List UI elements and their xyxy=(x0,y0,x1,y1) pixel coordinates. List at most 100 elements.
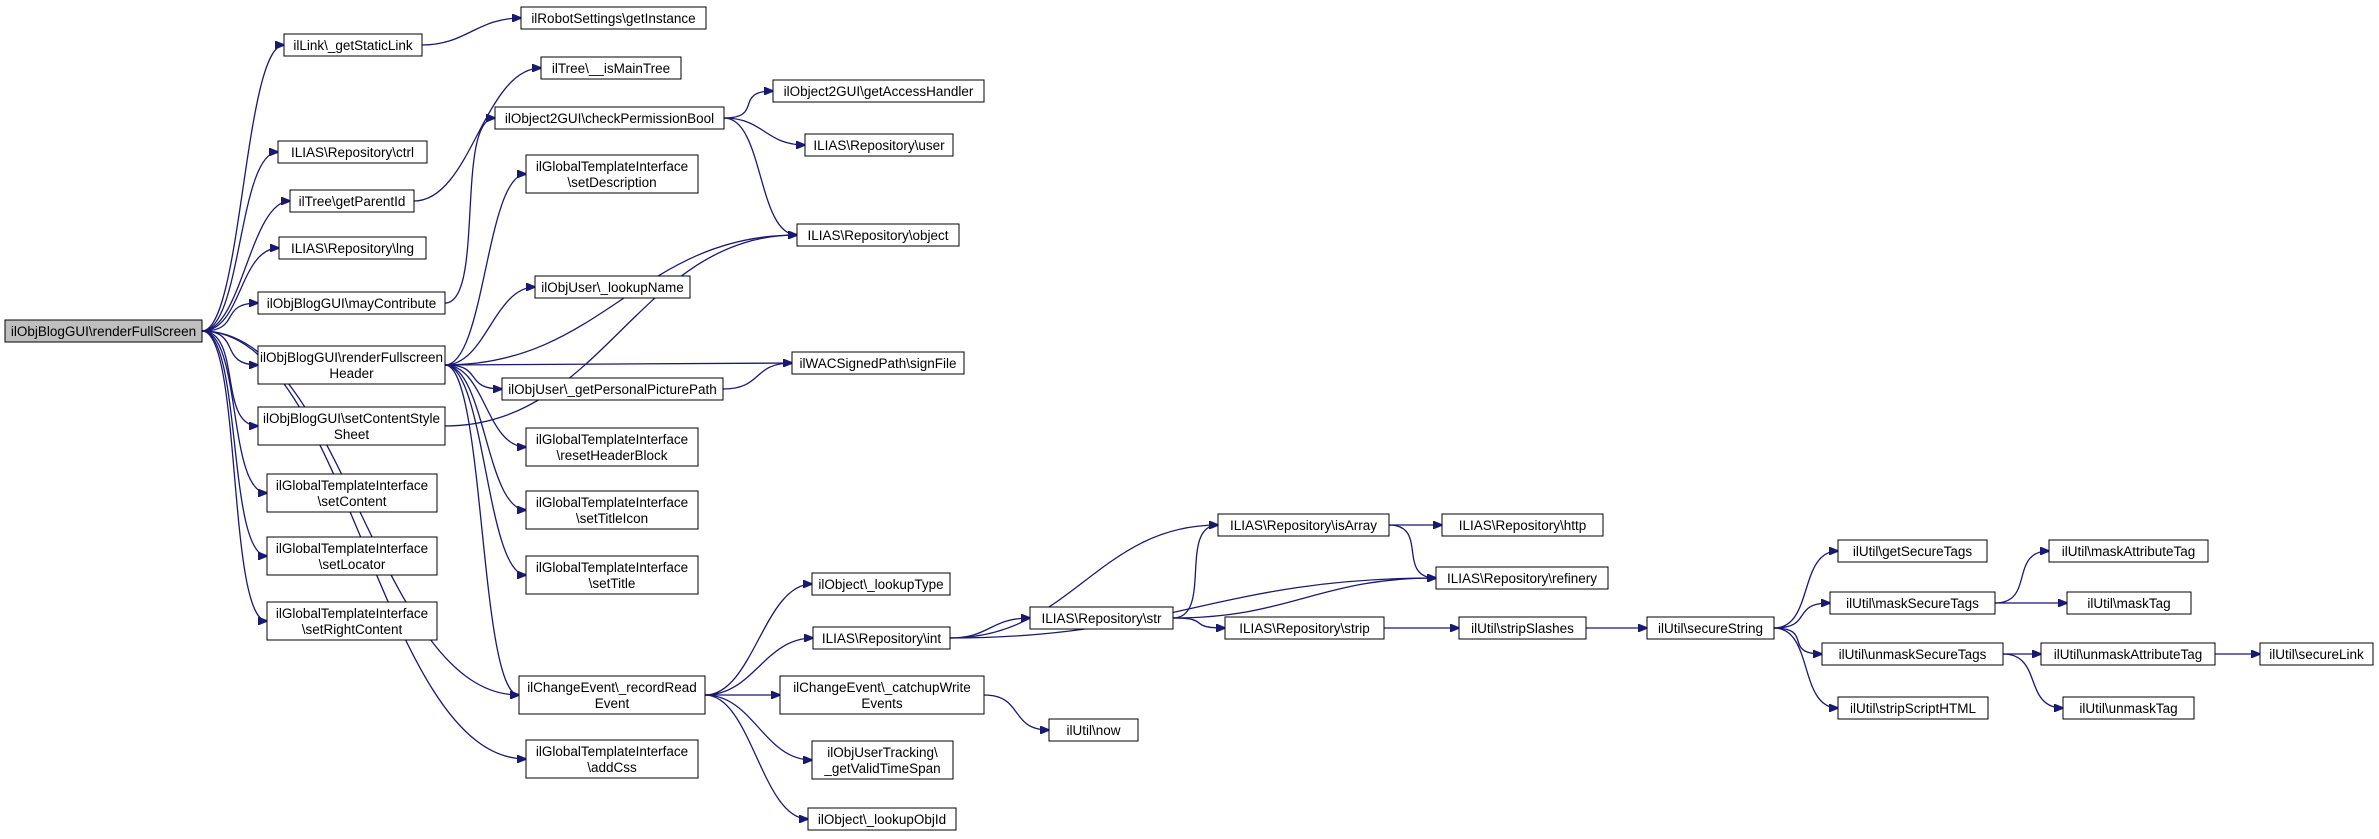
node-ilutil-securestring[interactable]: ilUtil\secureString xyxy=(1646,616,1775,640)
node-ilias-repository-refinery[interactable]: ILIAS\Repository\refinery xyxy=(1435,566,1609,590)
node-label: ILIAS\Repository\str xyxy=(1041,611,1162,626)
node-ilias-repository-str[interactable]: ILIAS\Repository\str xyxy=(1029,606,1174,630)
node-ilglobaltemplateinterface-settitle[interactable]: ilGlobalTemplateInterface\setTitle xyxy=(525,555,699,595)
node-ilglobaltemplateinterface-setdescription[interactable]: ilGlobalTemplateInterface\setDescription xyxy=(525,154,699,194)
edge-n0-n22 xyxy=(201,330,267,556)
node-label: \setDescription xyxy=(567,175,656,190)
node-box xyxy=(804,133,954,157)
node-ilrobotsettings-getinstance[interactable]: ilRobotSettings\getInstance xyxy=(520,6,707,30)
node-iltree-getparentid[interactable]: ilTree\getParentId xyxy=(289,189,415,213)
edge-n24-n27 xyxy=(704,638,813,696)
edge-n33-n35 xyxy=(1172,578,1436,619)
node-ilobjbloggui-renderfullscreen[interactable]: ilObjBlogGUI\renderFullScreen xyxy=(4,319,203,343)
node-box xyxy=(266,473,438,513)
node-ilutil-now[interactable]: ilUtil\now xyxy=(1048,718,1139,742)
node-box xyxy=(525,427,699,467)
node-ilobject-lookupobjid[interactable]: ilObject\_lookupObjId xyxy=(807,807,957,831)
node-box xyxy=(534,275,691,299)
node-ilobject2gui-checkpermissionbool[interactable]: ilObject2GUI\checkPermissionBool xyxy=(494,106,725,130)
node-box xyxy=(257,291,446,315)
node-label: ILIAS\Repository\http xyxy=(1459,518,1587,533)
edge-n28-n31 xyxy=(983,694,1049,730)
node-ilobjbloggui-maycontribute[interactable]: ilObjBlogGUI\mayContribute xyxy=(257,291,446,315)
node-box xyxy=(1837,539,1988,563)
node-label: ilGlobalTemplateInterface xyxy=(536,159,688,174)
edge-n0-n24 xyxy=(201,330,519,695)
edge-n12-n18 xyxy=(444,364,526,510)
node-box xyxy=(289,189,415,213)
node-label: \setContent xyxy=(317,494,386,509)
node-box xyxy=(540,56,682,80)
node-box xyxy=(1458,616,1587,640)
edge-n16-n15 xyxy=(722,363,792,390)
node-ilglobaltemplateinterface-setcontent[interactable]: ilGlobalTemplateInterface\setContent xyxy=(266,473,438,513)
node-label: ILIAS\Repository\user xyxy=(813,138,945,153)
edge-n8-n10 xyxy=(723,117,805,145)
edge-n12-n19 xyxy=(444,364,526,575)
node-ilias-repository-lng[interactable]: ILIAS\Repository\lng xyxy=(278,236,427,260)
node-label: ilUtil\secureString xyxy=(1658,621,1763,636)
node-ilobjusertracking-getvalidtimespan[interactable]: ilObjUserTracking\_getValidTimeSpan xyxy=(811,740,954,780)
node-label: ilGlobalTemplateInterface xyxy=(276,606,428,621)
node-ilutil-masktag[interactable]: ilUtil\maskTag xyxy=(2066,591,2192,615)
node-ilglobaltemplateinterface-setlocator[interactable]: ilGlobalTemplateInterface\setLocator xyxy=(266,536,438,576)
edge-n27-n32 xyxy=(949,525,1218,639)
node-box xyxy=(2048,539,2209,563)
edge-n4-n5 xyxy=(413,68,541,202)
node-ilwacsignedpath-signfile[interactable]: ilWACSignedPath\signFile xyxy=(791,351,965,375)
node-ilias-repository-object[interactable]: ILIAS\Repository\object xyxy=(796,223,960,247)
node-label: ILIAS\Repository\int xyxy=(822,631,942,646)
node-ilias-repository-strip[interactable]: ILIAS\Repository\strip xyxy=(1224,616,1385,640)
node-ilias-repository-ctrl[interactable]: ILIAS\Repository\ctrl xyxy=(277,140,428,164)
edge-n0-n1 xyxy=(201,45,284,332)
node-ilutil-maskattributetag[interactable]: ilUtil\maskAttributeTag xyxy=(2048,539,2209,563)
node-label: ilGlobalTemplateInterface xyxy=(536,495,688,510)
node-label: ilLink\_getStaticLink xyxy=(293,38,413,53)
node-box xyxy=(2062,696,2195,720)
node-label: ILIAS\Repository\strip xyxy=(1239,621,1370,636)
node-label: ilUtil\secureLink xyxy=(2269,647,2364,662)
node-ilglobaltemplateinterface-setrightcontent[interactable]: ilGlobalTemplateInterface\setRightConten… xyxy=(266,601,438,641)
node-ilutil-securelink[interactable]: ilUtil\secureLink xyxy=(2259,642,2374,666)
edge-n38-n41 xyxy=(1773,627,1822,654)
node-label: ILIAS\Repository\isArray xyxy=(1230,518,1377,533)
node-ilglobaltemplateinterface-addcss[interactable]: ilGlobalTemplateInterface\addCss xyxy=(525,739,699,779)
node-box xyxy=(1821,642,2004,666)
node-box xyxy=(283,33,423,57)
node-ilglobaltemplateinterface-settitleicon[interactable]: ilGlobalTemplateInterface\setTitleIcon xyxy=(525,490,699,530)
node-ilobjuser-lookupname[interactable]: ilObjUser\_lookupName xyxy=(534,275,691,299)
node-ilutil-stripslashes[interactable]: ilUtil\stripSlashes xyxy=(1458,616,1587,640)
node-box xyxy=(779,675,985,715)
node-label: ILIAS\Repository\ctrl xyxy=(291,145,414,160)
edge-n27-n35 xyxy=(949,578,1436,639)
node-ilutil-unmaskattributetag[interactable]: ilUtil\unmaskAttributeTag xyxy=(2040,642,2216,666)
node-ilutil-getsecuretags[interactable]: ilUtil\getSecureTags xyxy=(1837,539,1988,563)
node-ilutil-masksecuretags[interactable]: ilUtil\maskSecureTags xyxy=(1829,591,1996,615)
node-label: ilObject\_lookupObjId xyxy=(818,812,946,827)
node-ilutil-stripscripthtml[interactable]: ilUtil\stripScriptHTML xyxy=(1837,696,1989,720)
node-ilobjuser-getpersonalpicturepath[interactable]: ilObjUser\_getPersonalPicturePath xyxy=(501,377,724,401)
node-box xyxy=(266,601,438,641)
node-ilias-repository-http[interactable]: ILIAS\Repository\http xyxy=(1441,513,1604,537)
edge-n0-n3 xyxy=(201,152,278,332)
node-label: ilUtil\maskSecureTags xyxy=(1846,596,1979,611)
edge-n0-n6 xyxy=(201,248,279,332)
edge-n38-n40 xyxy=(1773,603,1830,629)
node-box xyxy=(1837,696,1989,720)
node-ilutil-unmasksecuretags[interactable]: ilUtil\unmaskSecureTags xyxy=(1821,642,2004,666)
node-illink-getstaticlink[interactable]: ilLink\_getStaticLink xyxy=(283,33,423,57)
node-ilobject-lookuptype[interactable]: ilObject\_lookupType xyxy=(811,572,951,596)
node-ilias-repository-int[interactable]: ILIAS\Repository\int xyxy=(812,626,951,650)
node-box xyxy=(257,345,446,385)
node-ilias-repository-user[interactable]: ILIAS\Repository\user xyxy=(804,133,954,157)
node-ilobject2gui-getaccesshandler[interactable]: ilObject2GUI\getAccessHandler xyxy=(772,79,985,103)
node-ilutil-unmasktag[interactable]: ilUtil\unmaskTag xyxy=(2062,696,2195,720)
node-ilias-repository-isarray[interactable]: ILIAS\Repository\isArray xyxy=(1217,513,1390,537)
node-iltree-ismaintree[interactable]: ilTree\__isMainTree xyxy=(540,56,682,80)
node-ilglobaltemplateinterface-resetheaderblock[interactable]: ilGlobalTemplateInterface\resetHeaderBlo… xyxy=(525,427,699,467)
node-label: ilTree\__isMainTree xyxy=(552,61,670,76)
